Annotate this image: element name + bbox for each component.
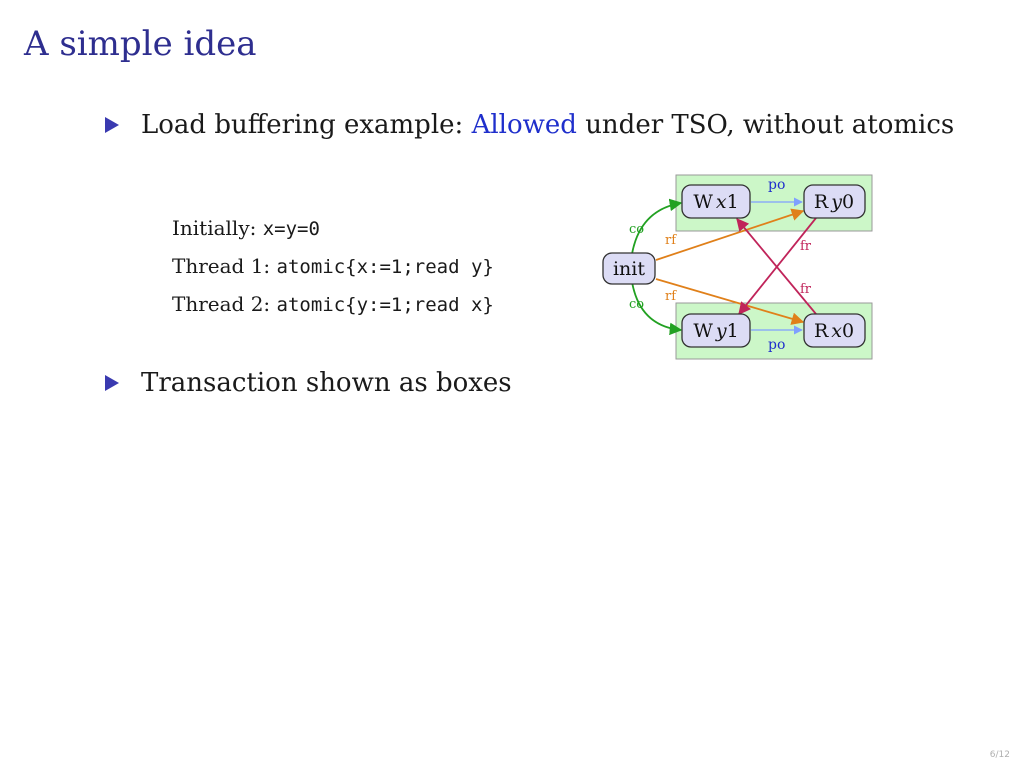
node-wx1 xyxy=(681,184,751,219)
code-line-thread1: Thread 1: atomic{x:=1;read y} xyxy=(172,254,494,278)
edge-co-top xyxy=(631,198,683,255)
label-fr-top: fr xyxy=(800,239,812,254)
label-co-top: co xyxy=(629,222,644,237)
bullet-triangle-icon xyxy=(105,117,119,133)
code-line-thread2: Thread 2: atomic{y:=1;read x} xyxy=(172,292,494,316)
label-fr-bottom: fr xyxy=(800,282,812,297)
bullet-text-post: under TSO, without atomics xyxy=(585,110,955,140)
edge-fr-ry0-wy1 xyxy=(738,217,817,315)
edge-co-bottom xyxy=(631,281,683,336)
bullet-text: Transaction shown as boxes xyxy=(141,368,512,398)
node-wy1 xyxy=(681,313,751,348)
bullet-triangle-icon xyxy=(105,375,119,391)
node-ry0 xyxy=(803,184,866,219)
code-label: Thread 1: xyxy=(172,254,277,278)
page-number: 6/12 xyxy=(989,750,1010,760)
node-init-label: init xyxy=(613,258,645,280)
code-label: Initially: xyxy=(172,216,263,240)
bullet-load-buffering: Load buffering example: Allowed under TS… xyxy=(105,110,954,140)
code-label: Thread 2: xyxy=(172,292,277,316)
code-text: atomic{x:=1;read y} xyxy=(276,256,494,278)
code-line-initially: Initially: x=y=0 xyxy=(172,216,320,240)
label-rf-bottom: rf xyxy=(665,289,677,304)
highlight-allowed: Allowed xyxy=(471,110,577,140)
label-rf-top: rf xyxy=(665,233,677,248)
edge-rf-init-rx0 xyxy=(655,278,805,325)
bullet-transaction-boxes: Transaction shown as boxes xyxy=(105,368,512,398)
node-init xyxy=(602,252,656,285)
slide-title: A simple idea xyxy=(24,24,257,64)
label-po-top: po xyxy=(768,177,785,193)
edge-rf-init-ry0 xyxy=(655,208,805,261)
edge-fr-rx0-wx1 xyxy=(736,218,817,315)
node-rx0 xyxy=(803,313,866,348)
label-co-bottom: co xyxy=(629,297,644,312)
label-po-bottom: po xyxy=(768,337,785,353)
code-text: x=y=0 xyxy=(262,218,320,240)
code-text: atomic{y:=1;read x} xyxy=(276,294,494,316)
bullet-text-pre: Load buffering example: xyxy=(141,110,464,140)
